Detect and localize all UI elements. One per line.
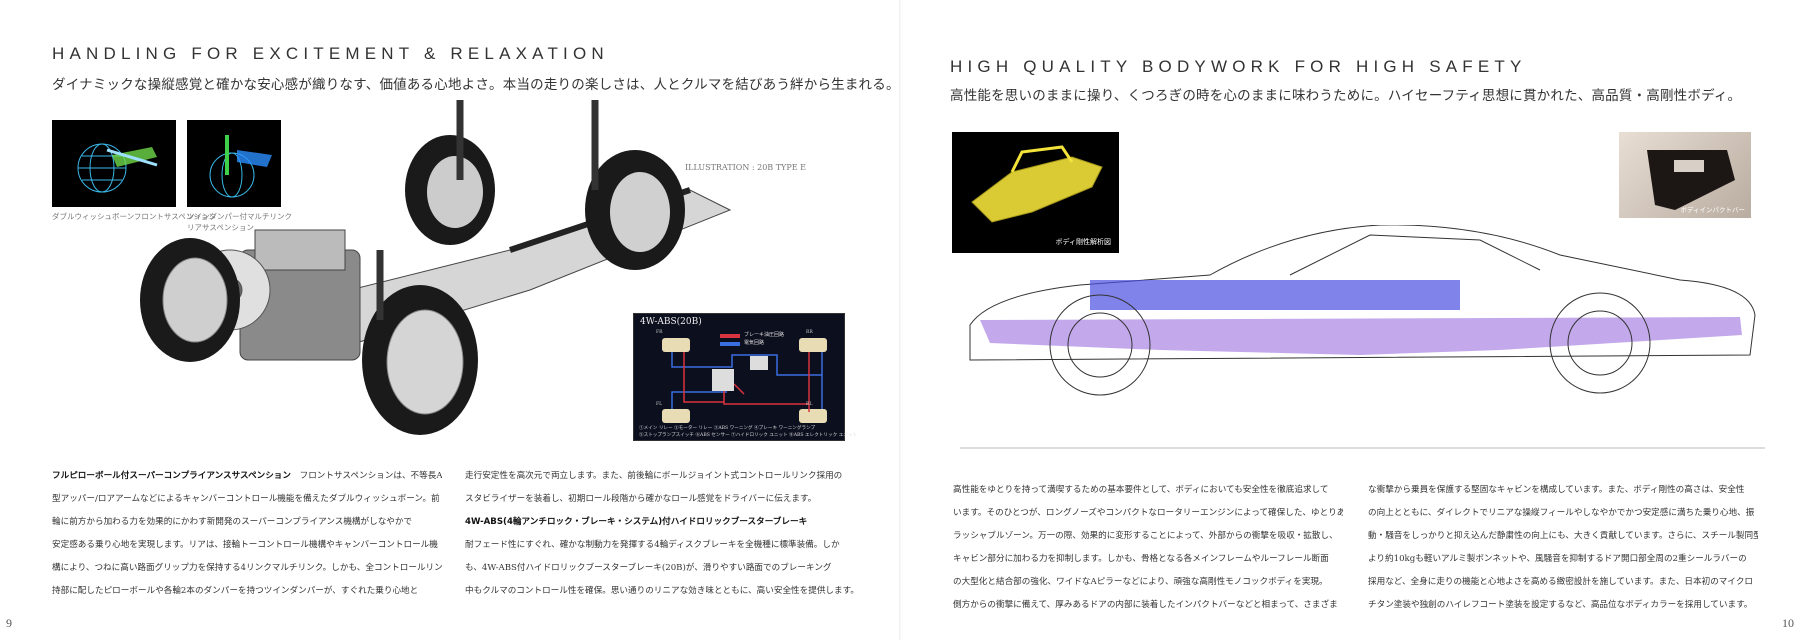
abs-key-line-2: ⑤ストップランプスイッチ ⑥ABS センサー ⑦ハイドロリック ユニット ⑧AB…	[639, 433, 858, 438]
text-line: 走行安定性を高次元で両立します。また、前後輪にボールジョイント式コントロールリン…	[465, 471, 843, 481]
text-line: 動・騒音をしっかりと抑え込んだ静粛性の向上にも、大きく貢献しています。さらに、ス…	[1368, 531, 1758, 541]
text-line: な衝撃から乗員を保護する堅固なキャビンを構成しています。また、ボディ剛性の高さは…	[1368, 485, 1745, 495]
page-number-right: 10	[1782, 616, 1794, 630]
electric-legend-label: 電気回路	[744, 340, 765, 346]
text-line: 安定感ある乗り心地を実現します。リアは、接輪トーコントロール機構やキャンバーコン…	[52, 540, 438, 550]
hydraulic-legend-label: ブレーキ油圧回路	[744, 332, 785, 338]
text-line: の大型化と結合部の強化、ワイドなAピラーなどにより、頑強な高剛性モノコックボディ…	[953, 577, 1328, 587]
body-analysis-caption: ボディ剛性解析図	[1055, 238, 1111, 246]
electric-legend-swatch	[720, 342, 740, 346]
text-line: 持部に配したピローボールや各輪2本のダンパーを持つツインダンパーが、すぐれた乗り…	[52, 586, 419, 596]
wheel-label-fr: FR	[656, 330, 663, 335]
rear-left-wheel	[405, 135, 495, 245]
impact-bar-highlight	[1090, 280, 1460, 310]
wheels	[1049, 292, 1651, 396]
illustration-credit: ILLUSTRATION : 20B TYPE E	[685, 163, 806, 172]
text-line: フロントサスペンションは、不等長A	[291, 471, 442, 481]
right-heading: HIGH QUALITY BODYWORK FOR HIGH SAFETY	[950, 57, 1527, 76]
wheel-label-rr: RR	[806, 330, 813, 335]
wheel-label-rl: RL	[806, 402, 813, 407]
abs-circuit	[662, 338, 827, 423]
car-body-outline	[969, 225, 1756, 361]
left-text-column-1: フルピローボール付スーパーコンプライアンスサスペンション フロントサスペンション…	[52, 465, 442, 603]
right-text-column-1: 高性能をゆとりを持って満喫するための基本要件として、ボディにおいても安全性を徹底…	[953, 479, 1343, 617]
text-line: の向上とともに、ダイレクトでリニアな操縦フィールやしなやかでかつ安定感に満ちた乗…	[1368, 508, 1755, 518]
text-line: より約10kgも軽いアルミ製ボンネットや、風騒音を抑制するドア開口部全周の2重シ…	[1368, 554, 1747, 564]
hydraulic-legend-swatch	[720, 334, 740, 338]
left-subtitle: ダイナミックな操縦感覚と確かな安心感が織りなす、価値ある心地よさ。本当の走りの楽…	[52, 77, 900, 93]
text-line: 構により、つねに高い路面グリップ力を保持する4リンクマルチリンク。しかも、全コン…	[52, 563, 442, 573]
text-line: います。そのひとつが、ロングノーズやコンパクトなロータリーエンジンによって確保し…	[953, 508, 1343, 518]
text-line: チタン塗装や独創のハイレフコート塗装を設定するなど、高品位なボディカラーを採用し…	[1368, 600, 1753, 610]
text-line: 高性能をゆとりを持って満喫するための基本要件として、ボディにおいても安全性を徹底…	[953, 485, 1329, 495]
thumb-caption-front: ダブルウィッシュボーンフロントサスペンション	[52, 212, 216, 221]
text-line: 輪に前方から加わる力を効果的にかわす新開発のスーパーコンプライアンス機構がしなや…	[52, 517, 413, 527]
abs-key-line-1: ①メイン リレー ②モーター リレー ③ABS ワーニング ④ブレーキ ワーニン…	[639, 426, 816, 431]
rear-suspension-wireframe-image	[187, 120, 281, 207]
text-line: ラッシャブルゾーン。万一の際、効果的に変形することによって、外部からの衝撃を吸収…	[953, 531, 1338, 541]
text-line: 中もクルマのコントロール性を確保。思い通りのリニアな効き味とともに、高い安全性を…	[465, 586, 855, 596]
abs-section-title: 4W-ABS(4輪アンチロック・ブレーキ・システム)付ハイドロリックブースターブ…	[465, 517, 808, 527]
text-line: 耐フェード性にすぐれ、確かな制動力を発揮する4輪ディスクブレーキを全機種に標準装…	[465, 540, 840, 550]
right-subtitle: 高性能を思いのままに操り、くつろぎの時を心のままに味わうために。ハイセーフティ思…	[950, 88, 1742, 104]
text-line: スタビライザーを装着し、初期ロール段階から確かなロール感覚をドライバーに伝えます…	[465, 494, 817, 504]
right-text-column-2: な衝撃から乗員を保護する堅固なキャビンを構成しています。また、ボディ剛性の高さは…	[1368, 479, 1758, 617]
text-line: も、4W-ABS付ハイドロリックブースターブレーキ(20B)が、滑りやすい路面で…	[465, 563, 832, 573]
left-text-column-2: 走行安定性を高次元で両立します。また、前後輪にボールジョイント式コントロールリン…	[465, 465, 855, 603]
impact-bar-image: ボディインパクトバー	[1619, 132, 1751, 218]
text-line: 側方からの衝撃に備えて、厚みあるドアの内部に装着したインパクトバーなどと相まって…	[953, 600, 1338, 610]
thumb-caption-rear-2: リアサスペンション	[187, 223, 254, 232]
front-suspension-wireframe-image	[52, 120, 176, 207]
purple-frame-highlight	[980, 317, 1742, 355]
text-line: 型アッパー/ロアアームなどによるキャンバーコントロール機能を備えたダブルウィッシ…	[52, 494, 440, 504]
car-cutaway-illustration	[960, 225, 1765, 449]
page-number-left: 9	[6, 616, 12, 630]
thumb-caption-rear-1: ツインダンパー付マルチリンク	[187, 212, 292, 221]
abs-diagram: 4W-ABS(20B) ブレーキ油圧回路 電気回路 FR RR FL RL ①メ…	[633, 313, 857, 441]
shock-absorbers	[376, 100, 599, 320]
abs-diagram-title: 4W-ABS(20B)	[640, 317, 702, 327]
text-line: キャビン部分に加わる力を抑制します。しかも、骨格となる各メインフレームやルーフレ…	[953, 554, 1329, 564]
front-left-wheel	[140, 238, 240, 362]
body-rigidity-analysis-image: ボディ剛性解析図	[952, 132, 1119, 253]
suspension-section-title: フルピローボール付スーパーコンプライアンスサスペンション	[52, 471, 291, 481]
page-spine	[899, 0, 901, 640]
wheel-label-fl: FL	[656, 402, 663, 407]
rear-right-wheel	[585, 150, 685, 270]
text-line: 採用など、全身に走りの機能と心地よさを高める緻密設計を施しています。また、日本初…	[1368, 577, 1754, 587]
chassis-illustration	[140, 100, 732, 435]
left-heading: HANDLING FOR EXCITEMENT & RELAXATION	[52, 44, 609, 63]
impact-bar-caption: ボディインパクトバー	[1680, 206, 1745, 214]
front-right-wheel	[362, 285, 478, 435]
